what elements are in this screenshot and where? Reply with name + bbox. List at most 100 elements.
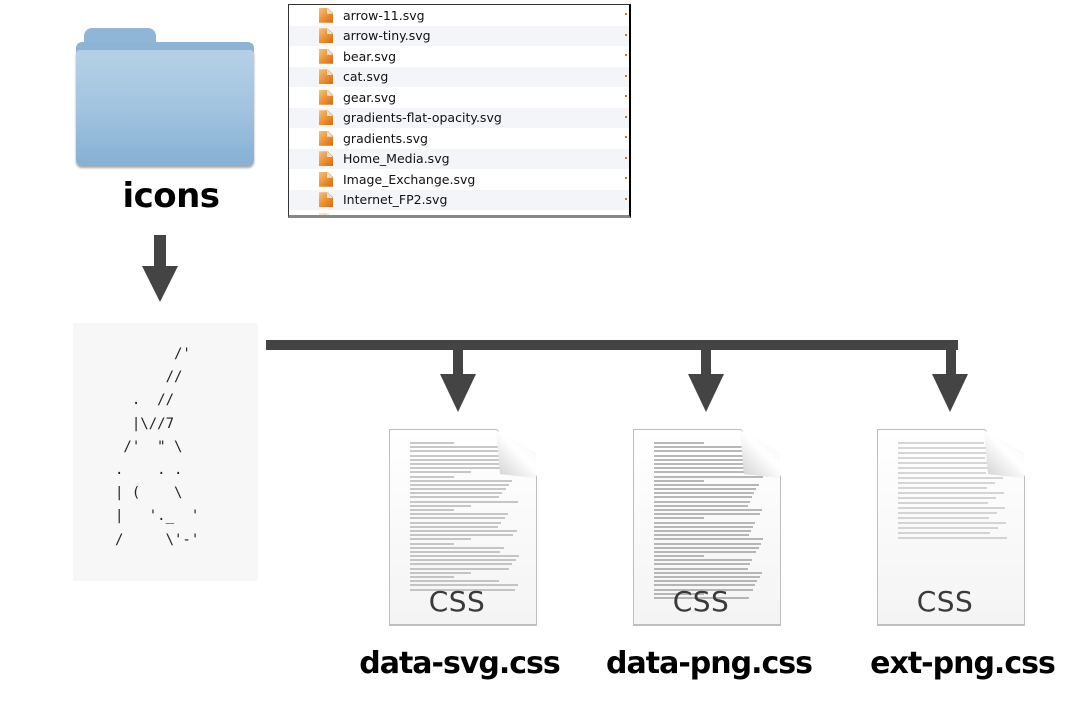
- doc-text-lines: [898, 442, 1008, 542]
- file-list-item[interactable]: Home_Media.svg: [289, 148, 629, 169]
- file-list-item[interactable]: gear.svg: [289, 87, 629, 108]
- doc-text-line: [898, 467, 994, 469]
- css-icon-label: CSS: [428, 585, 486, 618]
- row-marker: [625, 136, 627, 138]
- doc-text-line: [654, 467, 751, 470]
- arrow-down-icon: [440, 374, 476, 412]
- doc-text-line: [410, 588, 515, 591]
- css-document-icon: CSS: [870, 429, 1025, 626]
- doc-text-line: [410, 483, 509, 486]
- doc-text-line: [410, 496, 500, 499]
- doc-text-line: [654, 559, 752, 562]
- svg-file-list: arrow-11.svg arrow-tiny.svg bear.svg cat…: [288, 4, 631, 218]
- doc-text-lines: [654, 442, 764, 601]
- output-filename: data-png.css: [606, 646, 813, 681]
- doc-text-line: [410, 542, 454, 545]
- doc-text-line: [898, 532, 991, 534]
- doc-text-line: [410, 475, 454, 478]
- doc-text-line: [654, 446, 762, 449]
- file-name: gear.svg: [343, 89, 397, 105]
- doc-text-line: [654, 479, 704, 482]
- doc-text-line: [410, 488, 506, 491]
- doc-text-line: [898, 507, 1005, 509]
- doc-page: [878, 430, 1024, 624]
- doc-text-line: [654, 529, 751, 532]
- file-list-item[interactable]: arrow-tiny.svg: [289, 25, 629, 46]
- arrow-down-icon: [688, 374, 724, 412]
- doc-text-line: [654, 492, 755, 495]
- output-filename: data-svg.css: [359, 646, 561, 681]
- doc-text-line: [654, 496, 752, 499]
- doc-text-line: [410, 513, 508, 516]
- arrow-shaft-1: [453, 345, 463, 375]
- doc-text-line: [410, 584, 518, 587]
- css-document-icon: CSS: [382, 429, 537, 626]
- doc-text-line: [654, 563, 750, 566]
- doc-text-line: [654, 521, 756, 524]
- folder-icon: [76, 28, 254, 168]
- doc-text-line: [654, 458, 756, 461]
- file-name: Home_Media.svg: [343, 151, 450, 167]
- doc-text-line: [410, 576, 454, 578]
- doc-text-line: [898, 447, 1001, 449]
- svg-file-icon: [319, 7, 333, 23]
- doc-text-line: [898, 502, 989, 504]
- page-curl: [496, 430, 536, 478]
- doc-text-line: [654, 513, 760, 516]
- svg-file-icon: [319, 192, 333, 208]
- doc-text-line: [654, 542, 761, 545]
- file-list-item[interactable]: bear.svg: [289, 46, 629, 67]
- svg-file-icon: [319, 89, 333, 105]
- doc-text-line: [410, 471, 471, 474]
- page-curl: [740, 430, 780, 478]
- doc-text-line: [410, 555, 519, 558]
- doc-text-line: [654, 525, 753, 528]
- doc-text-line: [410, 521, 502, 524]
- svg-file-icon: [319, 28, 333, 44]
- arrow-down-icon: [932, 374, 968, 412]
- doc-text-line: [410, 442, 454, 444]
- file-list-item[interactable]: gradients-flat-opacity.svg: [289, 107, 629, 128]
- doc-text-line: [654, 504, 748, 507]
- doc-text-line: [654, 592, 704, 595]
- file-list-item[interactable]: Internet_FP2.svg: [289, 189, 629, 210]
- row-marker: [625, 197, 627, 200]
- doc-text-line: [410, 462, 504, 465]
- file-name: gradients-flat-opacity.svg: [343, 110, 502, 126]
- arrow-shaft-2: [701, 345, 711, 375]
- file-name: cat.svg: [343, 69, 389, 85]
- doc-text-line: [410, 454, 511, 457]
- file-list-item[interactable]: arrow-11.svg: [289, 5, 629, 26]
- doc-text-line: [654, 555, 704, 558]
- doc-text-line: [410, 567, 509, 570]
- doc-text-line: [898, 492, 1004, 494]
- ascii-art-panel: /' // . // |\//7 /' " \ . . . | ( \ | '.…: [73, 323, 258, 581]
- doc-text-line: [654, 584, 756, 587]
- doc-text-line: [654, 488, 757, 491]
- file-name: Internet_FP2.svg: [343, 192, 448, 208]
- doc-text-line: [410, 546, 504, 549]
- file-list-item[interactable]: Image_Exchange.svg: [289, 169, 629, 190]
- arrow-bus: [266, 340, 958, 350]
- svg-file-icon: [319, 171, 333, 187]
- doc-text-line: [654, 571, 762, 574]
- doc-text-line: [654, 576, 760, 578]
- doc-text-line: [654, 483, 759, 486]
- doc-text-line: [410, 500, 518, 503]
- doc-text-line: [410, 504, 471, 507]
- doc-text-line: [410, 458, 507, 461]
- row-marker: [625, 74, 627, 77]
- doc-text-line: [654, 500, 750, 503]
- doc-text-line: [410, 529, 517, 532]
- row-marker: [625, 156, 627, 159]
- doc-text-line: [410, 525, 498, 528]
- doc-text-line: [898, 512, 997, 514]
- row-marker: [625, 33, 627, 36]
- doc-text-line: [410, 580, 500, 583]
- doc-page: [634, 430, 780, 624]
- file-list-item[interactable]: gradients.svg: [289, 128, 629, 149]
- file-list-item[interactable]: cat.svg: [289, 66, 629, 87]
- svg-file-icon: [319, 130, 333, 146]
- doc-text-line: [654, 580, 758, 583]
